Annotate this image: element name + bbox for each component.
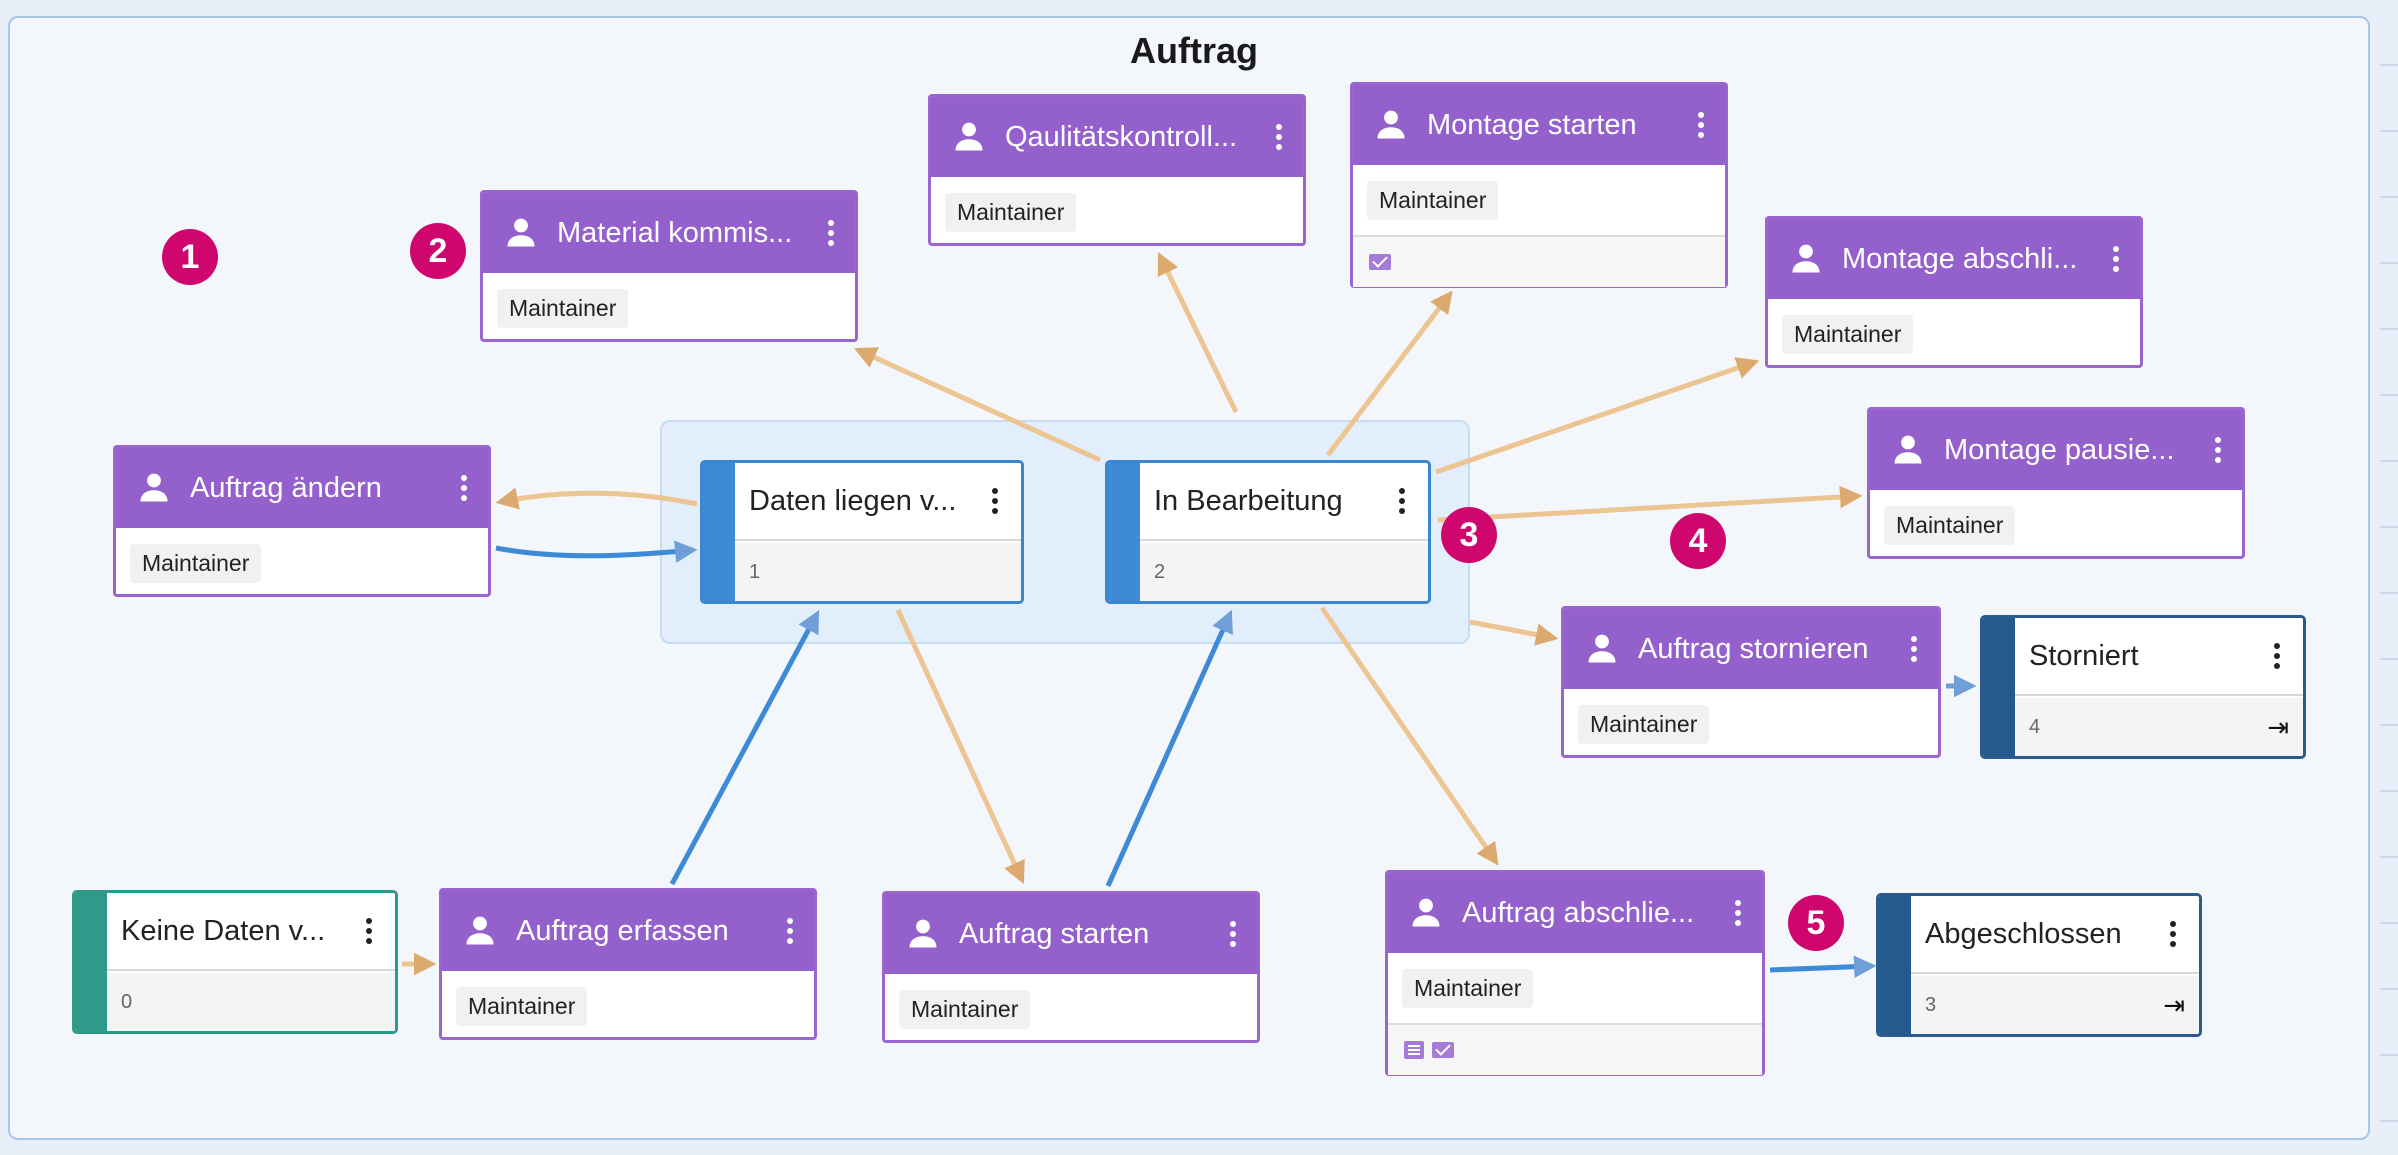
more-options-icon[interactable] <box>1728 900 1748 926</box>
more-options-icon[interactable] <box>2163 921 2183 947</box>
task-label: Auftrag erfassen <box>516 914 729 947</box>
state-number: 4 <box>2029 715 2041 738</box>
state-label: In Bearbeitung <box>1154 484 1343 517</box>
role-chip: Maintainer <box>1578 704 1710 744</box>
task-label: Auftrag starten <box>959 917 1150 950</box>
task-auftrag-aendern[interactable]: Auftrag ändern Maintainer <box>113 445 491 597</box>
more-options-icon[interactable] <box>1223 921 1243 947</box>
role-chip: Maintainer <box>497 288 629 328</box>
more-options-icon[interactable] <box>780 918 800 944</box>
more-options-icon[interactable] <box>454 475 474 501</box>
state-number: 3 <box>1925 993 1937 1016</box>
state-label: Abgeschlossen <box>1925 917 2122 950</box>
role-chip: Maintainer <box>1402 968 1534 1008</box>
task-auftrag-erfassen[interactable]: Auftrag erfassen Maintainer <box>439 888 817 1040</box>
more-options-icon[interactable] <box>2208 437 2228 463</box>
state-label: Daten liegen v... <box>749 484 957 517</box>
task-label: Auftrag ändern <box>190 471 382 504</box>
state-color-bar <box>1879 896 1911 1034</box>
task-label: Auftrag stornieren <box>1638 632 1869 665</box>
state-color-bar <box>1108 463 1140 601</box>
person-icon <box>1792 244 1820 273</box>
role-chip: Maintainer <box>1782 314 1914 354</box>
person-icon <box>1588 634 1616 663</box>
state-color-bar <box>1983 618 2015 756</box>
state-abgeschlossen[interactable]: Abgeschlossen 3 ⇥ <box>1876 893 2202 1037</box>
state-color-bar <box>703 463 735 601</box>
person-icon <box>909 919 937 948</box>
person-icon <box>466 916 494 945</box>
role-chip: Maintainer <box>1367 180 1499 220</box>
role-chip: Maintainer <box>899 989 1031 1029</box>
more-options-icon[interactable] <box>2106 246 2126 272</box>
role-chip: Maintainer <box>945 192 1077 232</box>
more-options-icon[interactable] <box>1904 636 1924 662</box>
diagram-title: Auftrag <box>1130 30 1258 71</box>
task-material-kommissionieren[interactable]: Material kommis... Maintainer <box>480 190 858 342</box>
more-options-icon[interactable] <box>985 488 1005 514</box>
state-label: Keine Daten v... <box>121 914 326 947</box>
state-label: Storniert <box>2029 639 2139 672</box>
step-badge-3: 3 <box>1441 507 1497 563</box>
role-chip: Maintainer <box>130 543 262 583</box>
person-icon <box>1894 435 1922 464</box>
state-storniert[interactable]: Storniert 4 ⇥ <box>1980 615 2306 759</box>
task-montage-starten[interactable]: Montage starten Maintainer <box>1350 82 1728 288</box>
person-icon <box>140 473 168 502</box>
end-arrow-icon: ⇥ <box>2267 711 2289 742</box>
step-badge-2: 2 <box>410 223 466 279</box>
state-daten-liegen-vor[interactable]: Daten liegen v... 1 <box>700 460 1024 604</box>
person-icon <box>507 218 535 247</box>
document-icon <box>1404 1041 1424 1059</box>
task-montage-abschliessen[interactable]: Montage abschli... Maintainer <box>1765 216 2143 368</box>
end-arrow-icon: ⇥ <box>2163 989 2185 1020</box>
mail-icon <box>1432 1042 1454 1058</box>
task-label: Montage abschli... <box>1842 242 2078 275</box>
task-auftrag-stornieren[interactable]: Auftrag stornieren Maintainer <box>1561 606 1941 758</box>
person-icon <box>1377 110 1405 139</box>
more-options-icon[interactable] <box>1392 488 1412 514</box>
person-icon <box>1412 898 1440 927</box>
step-badge-5: 5 <box>1788 895 1844 951</box>
more-options-icon[interactable] <box>359 918 379 944</box>
task-label: Montage pausie... <box>1944 433 2175 466</box>
task-montage-pausieren[interactable]: Montage pausie... Maintainer <box>1867 407 2245 559</box>
more-options-icon[interactable] <box>1269 124 1289 150</box>
mail-icon <box>1369 254 1391 270</box>
state-number: 2 <box>1154 560 1166 583</box>
state-color-bar <box>75 893 107 1031</box>
task-label: Montage starten <box>1427 108 1637 141</box>
more-options-icon[interactable] <box>1691 112 1711 138</box>
role-chip: Maintainer <box>456 986 588 1026</box>
task-label: Material kommis... <box>557 216 793 249</box>
state-in-bearbeitung[interactable]: In Bearbeitung 2 <box>1105 460 1431 604</box>
task-label: Qaulitätskontroll... <box>1005 120 1238 153</box>
canvas-edge-rail <box>2380 0 2398 1155</box>
more-options-icon[interactable] <box>2267 643 2287 669</box>
task-qualitaetskontrolle[interactable]: Qaulitätskontroll... Maintainer <box>928 94 1306 246</box>
step-badge-4: 4 <box>1670 513 1726 569</box>
role-chip: Maintainer <box>1884 505 2016 545</box>
task-auftrag-starten[interactable]: Auftrag starten Maintainer <box>882 891 1260 1043</box>
state-number: 1 <box>749 560 761 583</box>
person-icon <box>955 122 983 151</box>
state-keine-daten[interactable]: Keine Daten v... 0 <box>72 890 398 1034</box>
task-auftrag-abschliessen[interactable]: Auftrag abschlie... Maintainer <box>1385 870 1765 1076</box>
more-options-icon[interactable] <box>821 220 841 246</box>
task-label: Auftrag abschlie... <box>1462 896 1695 929</box>
state-number: 0 <box>121 990 133 1013</box>
step-badge-1: 1 <box>162 229 218 285</box>
